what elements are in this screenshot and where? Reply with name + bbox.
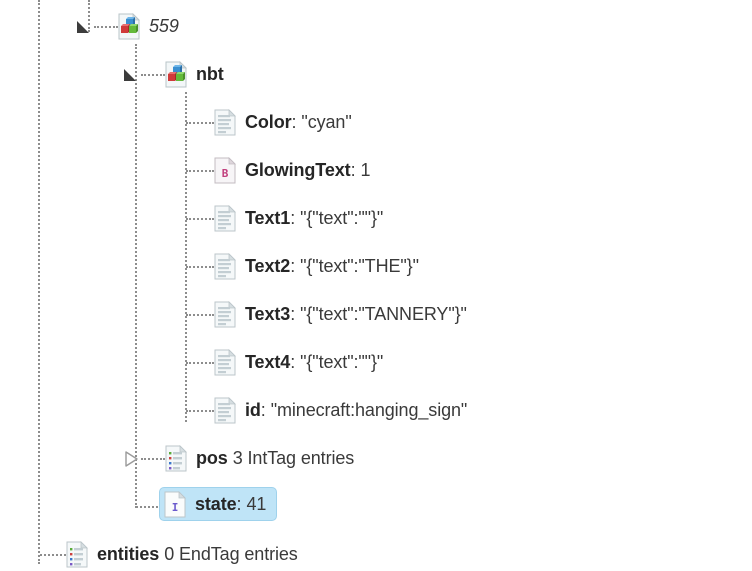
tree-row-color[interactable]: Color:"cyan" [214,105,352,139]
tree-row-value: "{"text":"THE"}" [300,256,419,276]
tree-row-label: Text1:"{"text":""}" [245,207,383,229]
tree-connector-glowingtext [186,170,214,172]
tree-row-label: 559 [149,16,179,36]
tree-row-label: Text3:"{"text":"TANNERY"}" [245,303,467,325]
string-tag-icon [214,396,236,424]
tree-row-nbt[interactable]: nbt [165,57,224,91]
tree-row-value: 1 [360,160,371,180]
tree-row-value: 3 IntTag entries [232,448,355,468]
tree-row-separator: : [290,352,296,372]
tree-connector-text3 [186,314,214,316]
tree-row-value: "{"text":""}" [300,208,384,228]
tree-row-label: Color:"cyan" [245,111,352,133]
expander-559[interactable] [74,18,92,36]
tree-connector-text1 [186,218,214,220]
tree-row-text3[interactable]: Text3:"{"text":"TANNERY"}" [214,297,467,331]
string-tag-icon [214,300,236,328]
tree-connector-color [186,122,214,124]
tree-row-label: state:41 [195,493,266,515]
tree-guide-line-depth2 [135,44,137,508]
tree-connector-text2 [186,266,214,268]
tree-row-label: nbt [196,64,224,84]
tree-row-text2[interactable]: Text2:"{"text":"THE"}" [214,249,419,283]
tree-row-label: id:"minecraft:hanging_sign" [245,399,467,421]
tree-guide-line-root [38,0,40,564]
string-tag-icon [214,204,236,232]
byte-tag-icon: B [214,156,236,184]
tree-row-value: "minecraft:hanging_sign" [270,400,468,420]
tree-row-separator: : [260,400,266,420]
tree-row-separator: : [290,304,296,324]
tree-row-key: Text4 [245,352,291,372]
tree-row-key: state [195,494,237,514]
tree-connector-559 [94,26,118,28]
tree-row-text4[interactable]: Text4:"{"text":""}" [214,345,383,379]
tree-connector-id [186,410,214,412]
compound-tag-icon [165,60,187,88]
tree-row-value: "{"text":""}" [300,352,384,372]
tree-connector-pos [141,458,165,460]
tree-row-key: Color [245,112,292,132]
tree-connector-state [136,506,162,508]
tree-row-value: 41 [246,494,267,514]
tree-row-text1[interactable]: Text1:"{"text":""}" [214,201,383,235]
tree-row-key: Text2 [245,256,291,276]
tree-connector-text4 [186,362,214,364]
tree-row-key: Text1 [245,208,291,228]
svg-text:B: B [222,167,229,180]
tree-row-value: 0 EndTag entries [164,544,298,564]
expander-pos[interactable] [122,450,140,468]
tree-row-key: Text3 [245,304,291,324]
tree-row-value: "{"text":"TANNERY"}" [300,304,467,324]
tree-row-key: GlowingText [245,160,351,180]
tree-row-separator: : [290,208,296,228]
int-tag-icon: I [164,490,186,518]
tree-row-key: pos [196,448,228,468]
tree-row-glowingtext[interactable]: B GlowingText:1 [214,153,371,187]
tree-row-label: Text2:"{"text":"THE"}" [245,255,419,277]
compound-tag-icon [118,12,140,40]
tree-connector-entities [40,554,66,556]
tree-row-label: GlowingText:1 [245,159,371,181]
string-tag-icon [214,252,236,280]
tree-row-separator: : [291,112,297,132]
tree-connector-nbt [141,74,165,76]
expander-nbt[interactable] [121,66,139,84]
tree-row-id[interactable]: id:"minecraft:hanging_sign" [214,393,467,427]
tree-row-state[interactable]: I state:41 [159,487,278,521]
tree-row-label: Text4:"{"text":""}" [245,351,383,373]
tree-row-key: id [245,400,261,420]
tree-row-key: entities [97,544,160,564]
string-tag-icon [214,108,236,136]
tree-guide-line-depth1 [88,0,90,32]
svg-text:I: I [172,501,179,514]
tree-guide-line-depth3 [185,92,187,422]
tree-row-559[interactable]: 559 [118,9,179,43]
tree-row-separator: : [350,160,356,180]
tree-row-separator: : [290,256,296,276]
tree-row-separator: : [236,494,242,514]
tree-row-value: "cyan" [301,112,352,132]
list-tag-icon [66,540,88,568]
list-tag-icon [165,444,187,472]
string-tag-icon [214,348,236,376]
